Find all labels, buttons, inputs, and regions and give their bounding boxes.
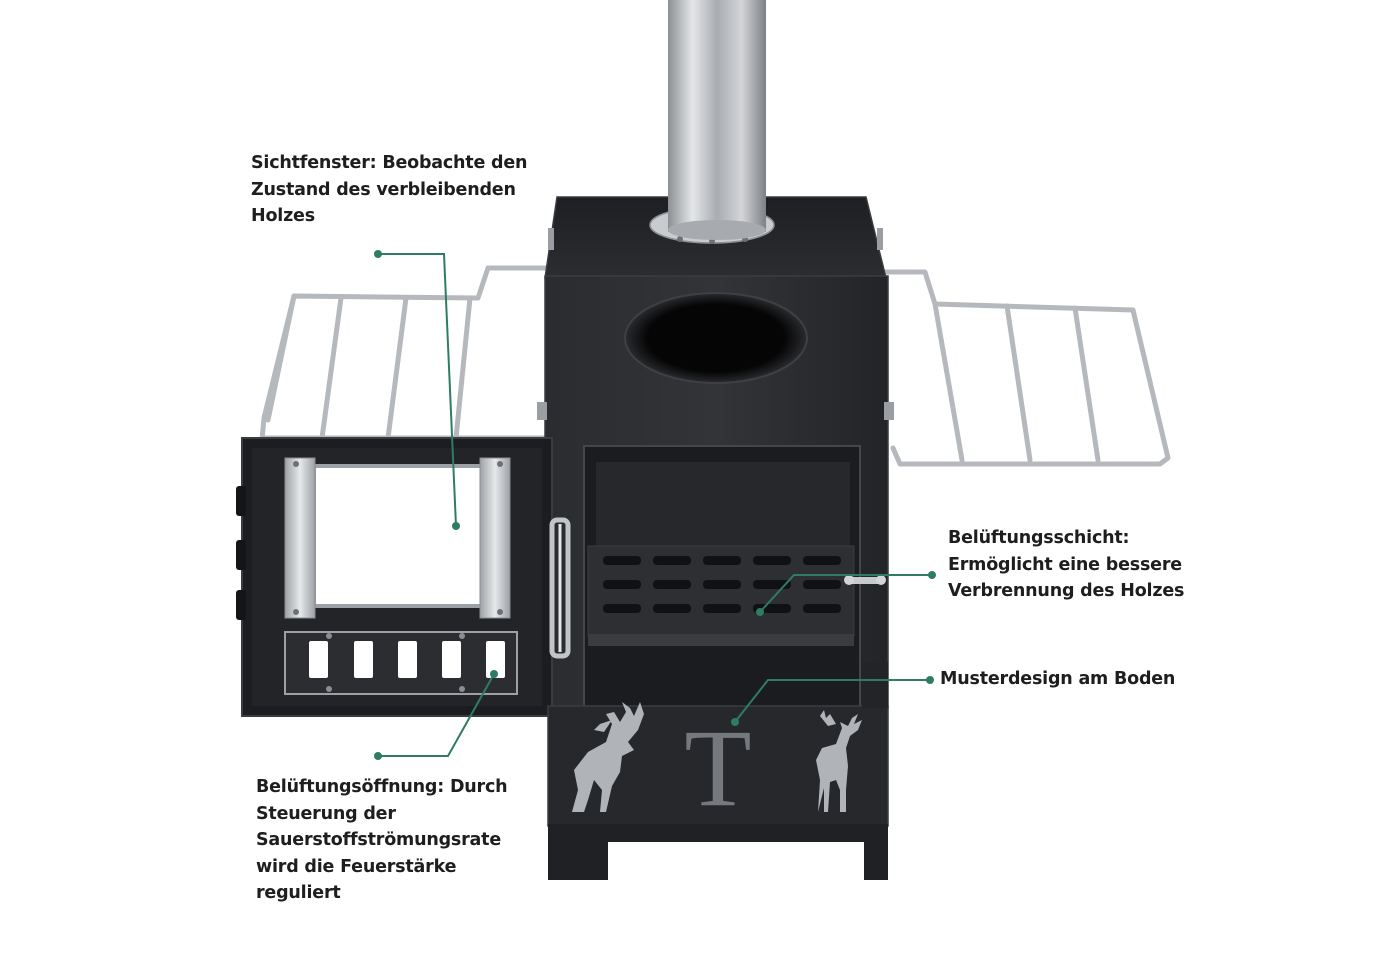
pattern-letter: T — [684, 707, 751, 829]
callout-line: Belüftungsöffnung: Durch — [256, 777, 508, 797]
leader-belueftungsoeffnung-end-dot — [490, 670, 498, 678]
leader-musterdesign-end-dot — [731, 718, 739, 726]
open-door — [236, 437, 571, 717]
rearing-deer-icon — [572, 702, 644, 812]
firebox — [583, 445, 886, 709]
leader-sichtfenster-start-dot — [374, 250, 382, 258]
left-shelf-rack — [259, 265, 551, 443]
leader-sichtfenster — [378, 253, 457, 527]
viewing-window — [312, 464, 486, 608]
callout-line: Belüftungsschicht: — [948, 528, 1130, 548]
callout-line: Verbrennung des Holzes — [948, 581, 1185, 601]
callout-musterdesign: Musterdesign am Boden — [940, 666, 1175, 693]
callout-leaders — [374, 250, 936, 760]
callout-line: Holzes — [251, 206, 315, 226]
leader-belueftungsschicht — [759, 574, 932, 613]
callout-line: Ermöglicht eine bessere — [948, 554, 1182, 575]
standing-deer-icon — [816, 710, 862, 812]
callout-belueftungsschicht: Belüftungsschicht: Ermöglicht eine besser… — [948, 525, 1184, 605]
leader-belueftungsoeffnung-start-dot — [374, 752, 382, 760]
leader-belueftungsoeffnung — [378, 673, 495, 757]
callout-line: Musterdesign am Boden — [940, 669, 1176, 689]
cooking-hole — [624, 292, 808, 384]
callout-line: wird die Feuerstärke — [256, 856, 457, 877]
callout-line: reguliert — [256, 883, 341, 903]
stove-base: T — [547, 662, 889, 880]
chimney-pipe — [668, 0, 766, 232]
callout-line: Sauerstoffströmungsrate — [256, 830, 502, 850]
leader-belueftungsschicht-end-dot — [756, 608, 764, 616]
callout-line: Zustand des verbleibenden — [251, 179, 516, 200]
leader-belueftungsschicht-start-dot — [928, 571, 936, 579]
callout-line: Steuerung der — [256, 803, 396, 824]
leader-musterdesign-start-dot — [926, 676, 934, 684]
right-shelf-rack — [882, 269, 1171, 467]
leader-sichtfenster-end-dot — [452, 522, 460, 530]
callout-line: Sichtfenster: Beobachte den — [251, 153, 528, 173]
leader-musterdesign — [734, 679, 930, 723]
